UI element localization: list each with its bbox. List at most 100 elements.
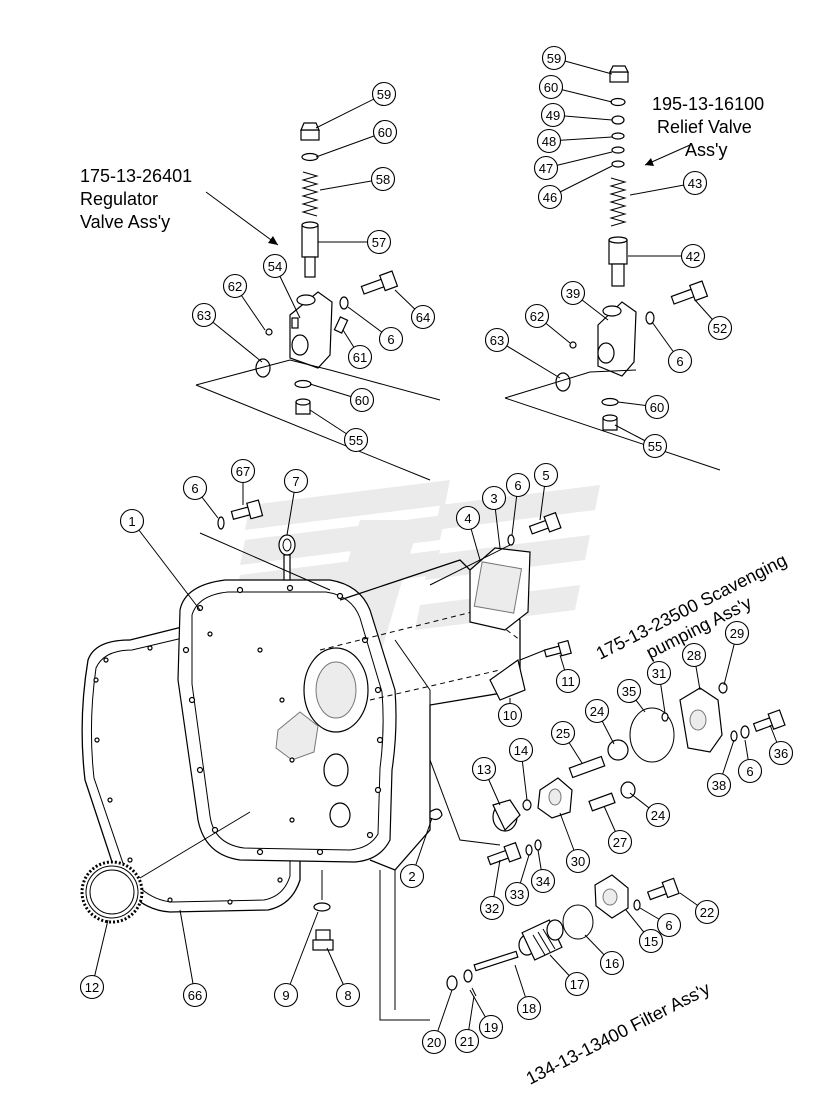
callout-circle	[79, 974, 105, 1000]
callout-circle	[481, 485, 507, 511]
callout-number: 1	[128, 514, 135, 529]
gear-12	[80, 811, 251, 924]
callout-circle	[182, 982, 208, 1008]
assembly-label-regulator: 175-13-26401 Regulator Valve Ass'y	[80, 166, 192, 232]
callout-number: 29	[730, 626, 744, 641]
callout-circle	[497, 702, 523, 728]
callout-circle	[530, 868, 556, 894]
callout-circle	[656, 912, 682, 938]
callout-49: 49	[540, 102, 566, 128]
callout-circle	[616, 678, 642, 704]
callout-number: 55	[349, 433, 363, 448]
callout-55: 55	[343, 427, 369, 453]
relief-valve-assembly	[504, 65, 721, 471]
callout-60: 60	[644, 394, 670, 420]
bracket-10	[489, 639, 572, 701]
callout-number: 42	[686, 249, 700, 264]
callout-number: 6	[746, 764, 753, 779]
callout-6: 6	[505, 472, 531, 498]
callout-number: 13	[477, 762, 491, 777]
callout-number: 6	[387, 332, 394, 347]
relief-part-number: 195-13-16100	[652, 94, 764, 114]
filter-parts	[446, 874, 680, 997]
callout-circle	[541, 45, 567, 71]
callout-circle	[644, 394, 670, 420]
callout-number: 5	[542, 468, 549, 483]
callout-number: 19	[484, 1020, 498, 1035]
main-housing	[81, 559, 521, 1021]
callout-number: 48	[542, 134, 556, 149]
callout-circle	[737, 758, 763, 784]
callout-circle	[504, 881, 530, 907]
callout-6: 6	[378, 326, 404, 352]
callout-circle	[455, 505, 481, 531]
callout-24: 24	[584, 698, 610, 724]
callout-number: 31	[652, 666, 666, 681]
callouts: 5960585754626361664605559604948474643423…	[79, 45, 794, 1055]
callout-13: 13	[471, 756, 497, 782]
callout-number: 67	[236, 464, 250, 479]
callout-circle	[479, 895, 505, 921]
gasket-holes	[93, 631, 295, 905]
callout-circle	[222, 273, 248, 299]
callout-66: 66	[182, 982, 208, 1008]
callout-circle	[516, 995, 542, 1021]
bolt-67	[199, 499, 331, 591]
relief-name-line1: Relief Valve	[657, 117, 752, 137]
callout-circle	[638, 928, 664, 954]
callout-6: 6	[737, 758, 763, 784]
callout-29: 29	[724, 620, 750, 646]
callout-64: 64	[410, 304, 436, 330]
callout-number: 27	[613, 835, 627, 850]
assembly-label-relief: 195-13-16100 Relief Valve Ass'y	[652, 94, 764, 160]
callout-number: 33	[510, 887, 524, 902]
callout-48: 48	[536, 128, 562, 154]
callout-number: 14	[514, 743, 528, 758]
callout-circle	[366, 229, 392, 255]
callout-15: 15	[638, 928, 664, 954]
callout-circle	[372, 119, 398, 145]
callout-60: 60	[372, 119, 398, 145]
callout-number: 21	[460, 1034, 474, 1049]
callout-6: 6	[656, 912, 682, 938]
callout-number: 38	[712, 778, 726, 793]
callout-number: 66	[188, 988, 202, 1003]
callout-52: 52	[707, 315, 733, 341]
callout-58: 58	[370, 166, 396, 192]
callout-47: 47	[533, 155, 559, 181]
callout-number: 6	[191, 481, 198, 496]
callout-circle	[537, 184, 563, 210]
callout-number: 59	[547, 51, 561, 66]
callout-5: 5	[533, 462, 559, 488]
callout-number: 62	[530, 309, 544, 324]
callout-circle	[230, 458, 256, 484]
callout-34: 34	[530, 868, 556, 894]
callout-3: 3	[481, 485, 507, 511]
callout-4: 4	[455, 505, 481, 531]
callout-number: 46	[543, 190, 557, 205]
callout-circle	[421, 1029, 447, 1055]
callout-number: 39	[566, 286, 580, 301]
spring-58	[301, 171, 319, 217]
callout-circle	[680, 243, 706, 269]
callout-number: 57	[372, 235, 386, 250]
callout-number: 49	[546, 108, 560, 123]
regulator-name-line1: Regulator	[80, 189, 158, 209]
callout-55: 55	[642, 433, 668, 459]
leader-line-1	[131, 520, 201, 611]
callout-35: 35	[616, 678, 642, 704]
callout-circle	[262, 253, 288, 279]
callout-number: 16	[605, 956, 619, 971]
callout-circle	[378, 326, 404, 352]
callout-number: 24	[651, 808, 665, 823]
callout-circle	[667, 348, 693, 374]
callout-circle	[768, 740, 794, 766]
filter-element	[518, 919, 564, 961]
callout-circle	[564, 971, 590, 997]
callout-number: 22	[700, 905, 714, 920]
callout-62: 62	[524, 303, 550, 329]
callout-circle	[484, 327, 510, 353]
callout-circle	[182, 475, 208, 501]
callout-circle	[645, 802, 671, 828]
callout-16: 16	[599, 950, 625, 976]
